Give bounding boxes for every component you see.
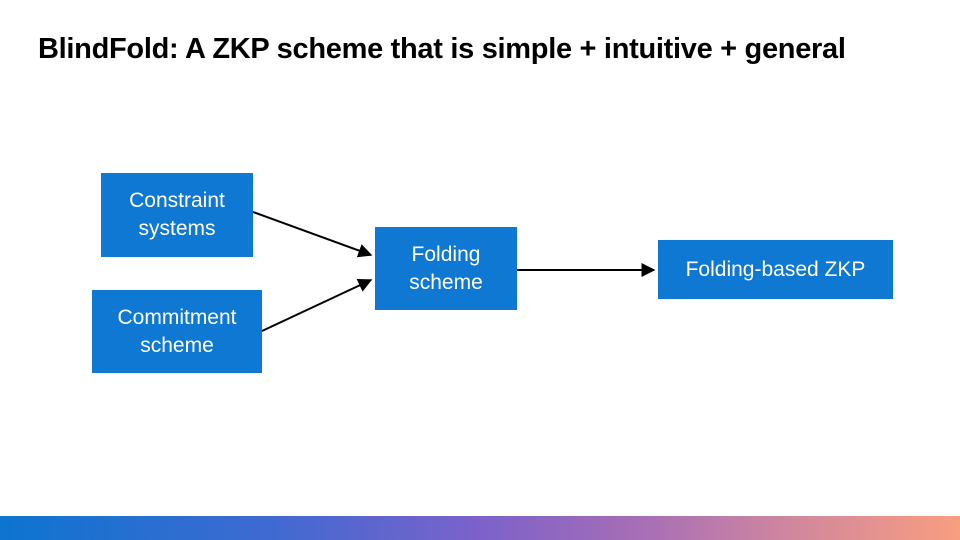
slide-title: BlindFold: A ZKP scheme that is simple +…: [38, 33, 846, 65]
arrow-commitment-to-folding: [261, 278, 373, 332]
node-label-line: systems: [138, 217, 216, 240]
node-label-line: Constraint: [129, 189, 225, 212]
node-label-line: Commitment: [117, 305, 237, 329]
footer-gradient-bar: [0, 516, 960, 540]
node-label-line: scheme: [140, 333, 214, 357]
node-folding-scheme: Folding scheme: [375, 227, 517, 310]
arrow-constraint-to-folding: [252, 211, 373, 258]
node-constraint-systems: Constraint systems: [101, 173, 253, 257]
node-label-line: Folding-based ZKP: [685, 257, 866, 281]
node-folding-based-zkp: Folding-based ZKP: [658, 240, 893, 299]
node-label-line: scheme: [409, 270, 483, 294]
node-label-line: Folding: [411, 242, 481, 266]
node-commitment-scheme: Commitment scheme: [92, 290, 262, 373]
